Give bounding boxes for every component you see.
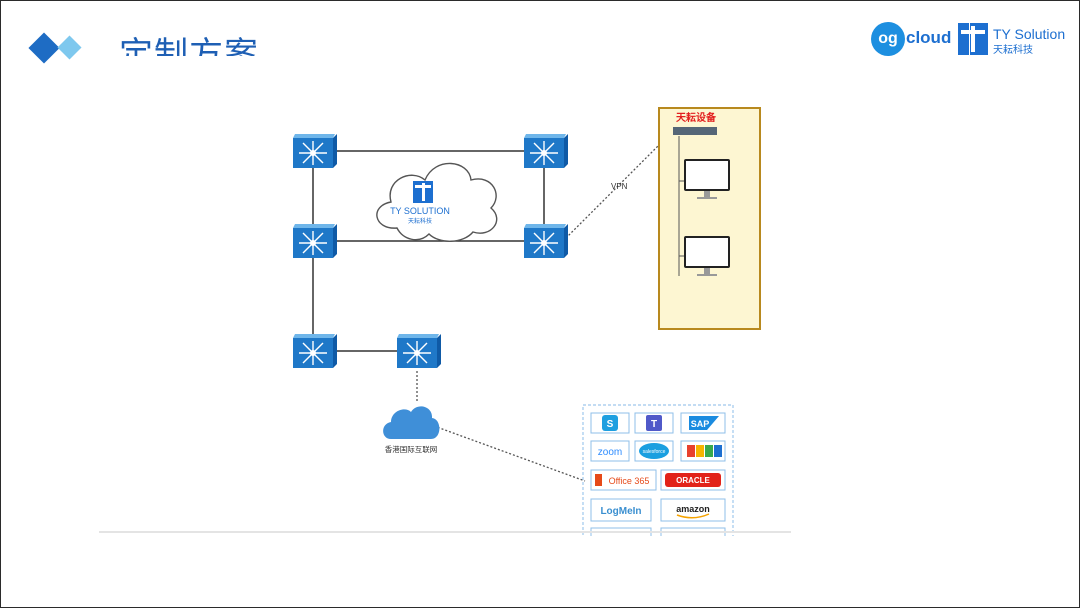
customer-site-box — [658, 107, 761, 330]
app-tile-teams: T — [634, 412, 674, 434]
switch-icon — [292, 223, 338, 259]
dashed-links — [416, 130, 674, 482]
vpn-label: VPN — [611, 182, 628, 191]
switch-icon — [523, 133, 569, 169]
ty-solution-logo-sub: 天耘科技 — [993, 45, 1033, 56]
app-tile-colorful — [680, 440, 726, 462]
app-tile-oracle: ORACLE — [660, 469, 726, 491]
network-diagram-svg: TY SOLUTION 天耘科技 VPN 天耘设备 香港国际互联网 — [292, 107, 761, 546]
cloud-brand-label: TY SOLUTION — [390, 206, 450, 216]
svg-text:S: S — [607, 419, 614, 430]
svg-text:ORACLE: ORACLE — [676, 476, 710, 485]
app-tile-office365: Office 365 — [590, 469, 657, 491]
cloud-brand-sub-label: 天耘科技 — [408, 217, 432, 225]
svg-text:zoom: zoom — [598, 447, 622, 458]
app-tile-skype: S — [590, 412, 630, 434]
svg-text:salesforce: salesforce — [643, 449, 666, 455]
network-diagram: TY SOLUTION 天耘科技 VPN 天耘设备 香港国际互联网 — [99, 56, 791, 546]
diagram-bottom-edge — [99, 531, 791, 533]
router-icon — [673, 127, 717, 135]
ogcloud-logo-text: cloud — [906, 28, 952, 47]
ty-solution-logo-name: TY Solution — [993, 26, 1066, 42]
internet-label: 香港国际互联网 — [385, 444, 438, 454]
ty-cloud-icon — [376, 162, 498, 242]
svg-text:T: T — [651, 419, 657, 430]
ty-solution-logo-icon — [958, 23, 988, 55]
svg-text:SAP: SAP — [691, 419, 710, 429]
app-tile-amazon: amazon — [660, 498, 726, 522]
internet-cloud-icon — [383, 406, 440, 439]
switch-icon — [396, 333, 442, 369]
switch-icon — [292, 333, 338, 369]
app-tile-sap: SAP — [680, 412, 726, 434]
svg-text:LogMeIn: LogMeIn — [600, 506, 641, 517]
app-tile-logmein: LogMeIn — [590, 498, 652, 522]
title-diamond-light — [57, 35, 82, 60]
svg-text:Office 365: Office 365 — [609, 476, 650, 486]
app-tile-salesforce: salesforce — [634, 440, 674, 462]
switch-icon — [523, 223, 569, 259]
ogcloud-logo-badge: og — [871, 22, 905, 56]
switch-icon — [292, 133, 338, 169]
customer-site-title: 天耘设备 — [676, 111, 717, 124]
title-diamond-dark — [28, 32, 60, 64]
svg-text:amazon: amazon — [676, 504, 710, 514]
app-tile-zoom: zoom — [590, 440, 630, 462]
